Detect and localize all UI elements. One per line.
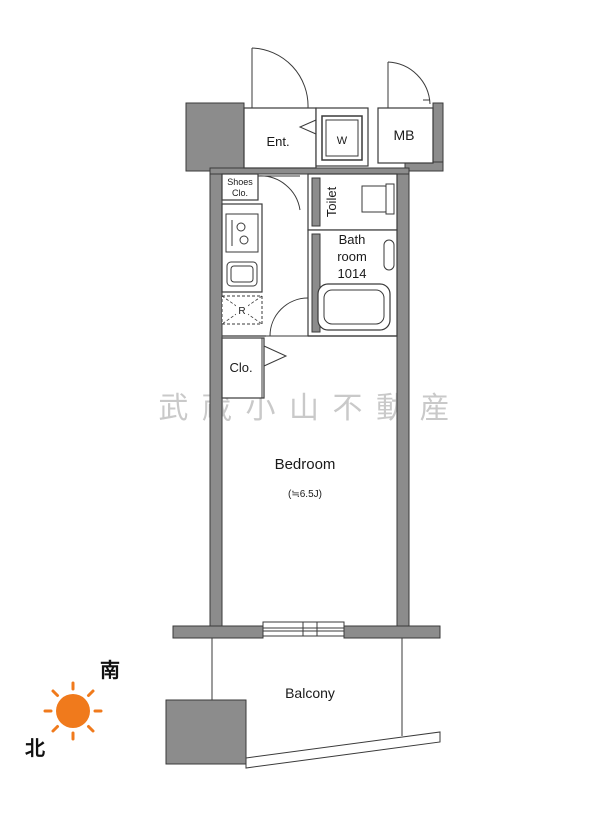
washer-space bbox=[298, 107, 369, 167]
meter-box bbox=[377, 61, 434, 164]
wall-bottom-right bbox=[343, 625, 441, 639]
wall-strip-top-right bbox=[432, 102, 444, 172]
balcony-area bbox=[165, 638, 441, 769]
wall-bottom-left bbox=[172, 625, 264, 639]
label-balcony: Balcony bbox=[285, 685, 335, 701]
label-shoes-closet-2: Clo. bbox=[232, 188, 248, 198]
wall-left bbox=[209, 169, 223, 631]
shoes-closet bbox=[221, 173, 259, 201]
label-bedroom: Bedroom bbox=[275, 456, 336, 473]
toilet-room bbox=[307, 173, 398, 231]
label-washer: W bbox=[337, 135, 348, 147]
entrance-door bbox=[251, 47, 309, 109]
bedroom-closet bbox=[221, 337, 288, 399]
label-closet: Clo. bbox=[229, 360, 252, 375]
label-meter-box: MB bbox=[394, 127, 415, 143]
wall-top bbox=[209, 167, 410, 175]
label-toilet: Toilet bbox=[324, 186, 339, 217]
sun-icon bbox=[43, 681, 103, 741]
refrigerator-space bbox=[221, 295, 263, 325]
label-bathroom-1: Bath bbox=[339, 232, 366, 247]
hall-door-swing bbox=[257, 175, 301, 211]
compass-north: 北 bbox=[25, 736, 45, 760]
bathroom bbox=[307, 229, 398, 337]
label-fridge: R bbox=[238, 306, 245, 317]
label-bathroom-3: 1014 bbox=[338, 266, 367, 281]
wall-block-top-left bbox=[185, 102, 245, 172]
label-shoes-closet-1: Shoes bbox=[227, 177, 253, 187]
bedroom-door bbox=[266, 297, 309, 337]
compass-south: 南 bbox=[100, 658, 120, 682]
label-bedroom-size: (≒6.5J) bbox=[288, 489, 322, 500]
bedroom-window bbox=[262, 621, 345, 637]
kitchen-counter bbox=[221, 203, 263, 293]
label-entrance: Ent. bbox=[266, 134, 289, 149]
label-bathroom-2: room bbox=[337, 249, 367, 264]
entrance-area bbox=[243, 107, 317, 169]
wall-right bbox=[396, 169, 410, 631]
